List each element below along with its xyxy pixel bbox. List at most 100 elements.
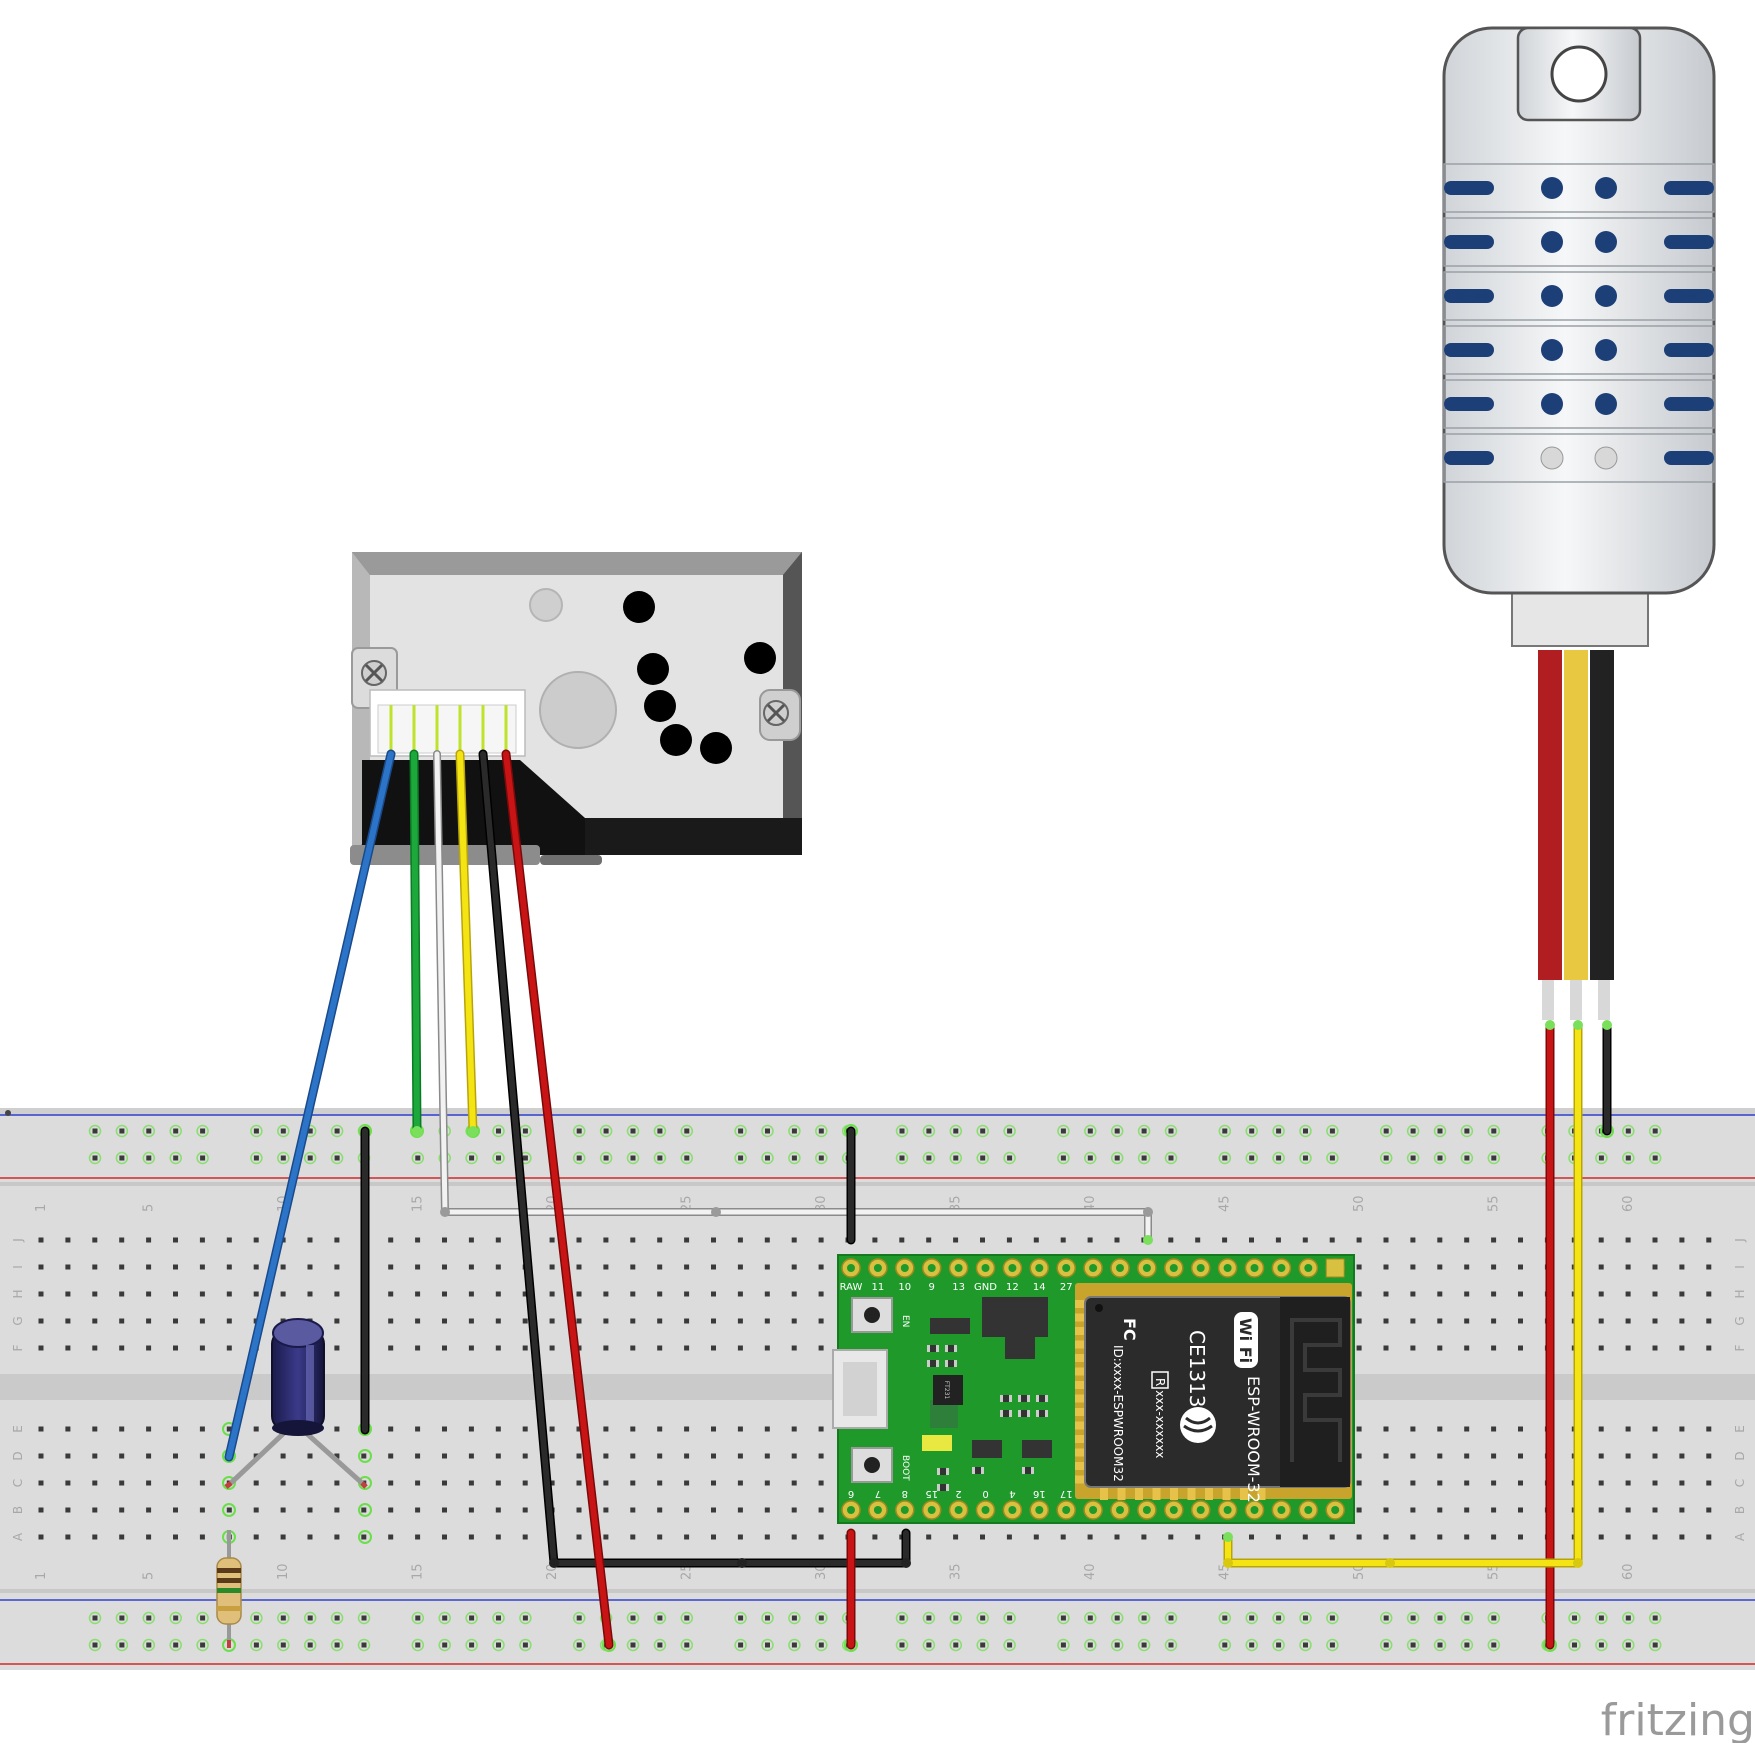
rail-hole[interactable] [576,1128,582,1134]
breadboard-hole[interactable] [1518,1345,1523,1351]
breadboard-hole[interactable] [1356,1426,1362,1432]
breadboard-hole[interactable] [280,1534,286,1540]
rail-hole[interactable] [1276,1128,1282,1134]
breadboard-hole[interactable] [199,1237,205,1243]
breadboard-hole[interactable] [1275,1237,1281,1243]
breadboard-hole[interactable] [764,1453,770,1459]
breadboard-hole[interactable] [1625,1318,1631,1324]
breadboard-hole[interactable] [442,1426,447,1432]
rail-hole[interactable] [361,1642,367,1648]
breadboard-hole[interactable] [657,1480,663,1486]
breadboard-hole[interactable] [253,1480,259,1486]
breadboard-hole[interactable] [603,1345,609,1351]
breadboard-hole[interactable] [818,1291,824,1297]
rail-hole[interactable] [1168,1155,1174,1161]
rail-hole[interactable] [1168,1642,1174,1648]
rail-hole[interactable] [1410,1128,1416,1134]
rail-hole[interactable] [442,1615,448,1621]
breadboard-hole[interactable] [980,1534,985,1540]
rail-hole[interactable] [1303,1155,1308,1161]
rail-hole[interactable] [200,1642,206,1648]
breadboard-hole[interactable] [468,1426,474,1432]
rail-hole[interactable] [1572,1615,1577,1621]
breadboard-hole[interactable] [630,1480,636,1486]
breadboard-hole[interactable] [549,1480,555,1486]
rail-hole[interactable] [1087,1615,1093,1621]
breadboard-hole[interactable] [630,1507,636,1513]
breadboard-hole[interactable] [442,1507,447,1513]
rail-hole[interactable] [200,1615,206,1621]
breadboard-hole[interactable] [226,1291,232,1297]
breadboard-hole[interactable] [388,1264,394,1270]
breadboard-hole[interactable] [173,1237,178,1243]
rail-hole[interactable] [818,1615,824,1621]
breadboard-hole[interactable] [603,1264,609,1270]
breadboard-hole[interactable] [1652,1318,1658,1324]
breadboard-hole[interactable] [173,1480,178,1486]
breadboard-hole[interactable] [791,1534,797,1540]
rail-hole[interactable] [92,1615,98,1621]
breadboard-hole[interactable] [1518,1237,1523,1243]
breadboard-hole[interactable] [1518,1264,1523,1270]
rail-hole[interactable] [1087,1128,1093,1134]
breadboard-hole[interactable] [65,1426,71,1432]
breadboard-hole[interactable] [818,1534,824,1540]
breadboard-hole[interactable] [1087,1534,1093,1540]
breadboard-hole[interactable] [253,1264,259,1270]
breadboard-hole[interactable] [1491,1507,1497,1513]
breadboard-hole[interactable] [307,1507,313,1513]
breadboard-hole[interactable] [38,1237,44,1243]
rail-hole[interactable] [603,1155,609,1161]
breadboard-hole[interactable] [253,1507,259,1513]
rail-hole[interactable] [926,1615,932,1621]
breadboard-hole[interactable] [1625,1264,1631,1270]
breadboard-hole[interactable] [442,1318,447,1324]
breadboard-hole[interactable] [1383,1318,1389,1324]
rail-hole[interactable] [1114,1642,1120,1648]
breadboard-hole[interactable] [173,1264,178,1270]
rail-hole[interactable] [684,1128,690,1134]
breadboard-hole[interactable] [1652,1453,1658,1459]
rail-hole[interactable] [253,1128,259,1134]
breadboard-hole[interactable] [38,1426,44,1432]
breadboard-hole[interactable] [361,1534,367,1540]
breadboard-hole[interactable] [199,1345,205,1351]
rail-hole[interactable] [791,1155,797,1161]
breadboard-hole[interactable] [119,1507,125,1513]
breadboard-hole[interactable] [334,1345,340,1351]
breadboard-hole[interactable] [684,1264,690,1270]
rail-hole[interactable] [415,1155,421,1161]
breadboard-hole[interactable] [442,1480,447,1486]
rail-hole[interactable] [469,1642,475,1648]
rail-hole[interactable] [899,1128,905,1134]
breadboard-hole[interactable] [1437,1264,1443,1270]
rail-hole[interactable] [980,1128,986,1134]
breadboard-hole[interactable] [576,1480,582,1486]
breadboard-hole[interactable] [1410,1507,1416,1513]
breadboard-hole[interactable] [791,1264,797,1270]
breadboard-hole[interactable] [280,1453,286,1459]
breadboard-hole[interactable] [1679,1318,1685,1324]
rail-hole[interactable] [1222,1642,1228,1648]
breadboard-hole[interactable] [119,1480,125,1486]
rail-hole[interactable] [280,1155,286,1161]
breadboard-hole[interactable] [92,1291,98,1297]
rail-hole[interactable] [307,1642,313,1648]
rail-hole[interactable] [173,1615,179,1621]
rail-hole[interactable] [899,1615,905,1621]
rail-hole[interactable] [576,1155,582,1161]
breadboard-hole[interactable] [1356,1237,1362,1243]
breadboard-hole[interactable] [818,1264,824,1270]
breadboard-hole[interactable] [603,1534,609,1540]
rail-hole[interactable] [953,1128,959,1134]
breadboard-hole[interactable] [576,1264,582,1270]
breadboard-hole[interactable] [199,1507,205,1513]
rail-hole[interactable] [657,1128,663,1134]
breadboard-hole[interactable] [38,1345,44,1351]
breadboard-hole[interactable] [65,1507,71,1513]
rail-hole[interactable] [1303,1128,1308,1134]
breadboard-hole[interactable] [307,1264,313,1270]
rail-hole[interactable] [980,1155,986,1161]
rail-hole[interactable] [1410,1155,1416,1161]
rail-hole[interactable] [630,1128,636,1134]
